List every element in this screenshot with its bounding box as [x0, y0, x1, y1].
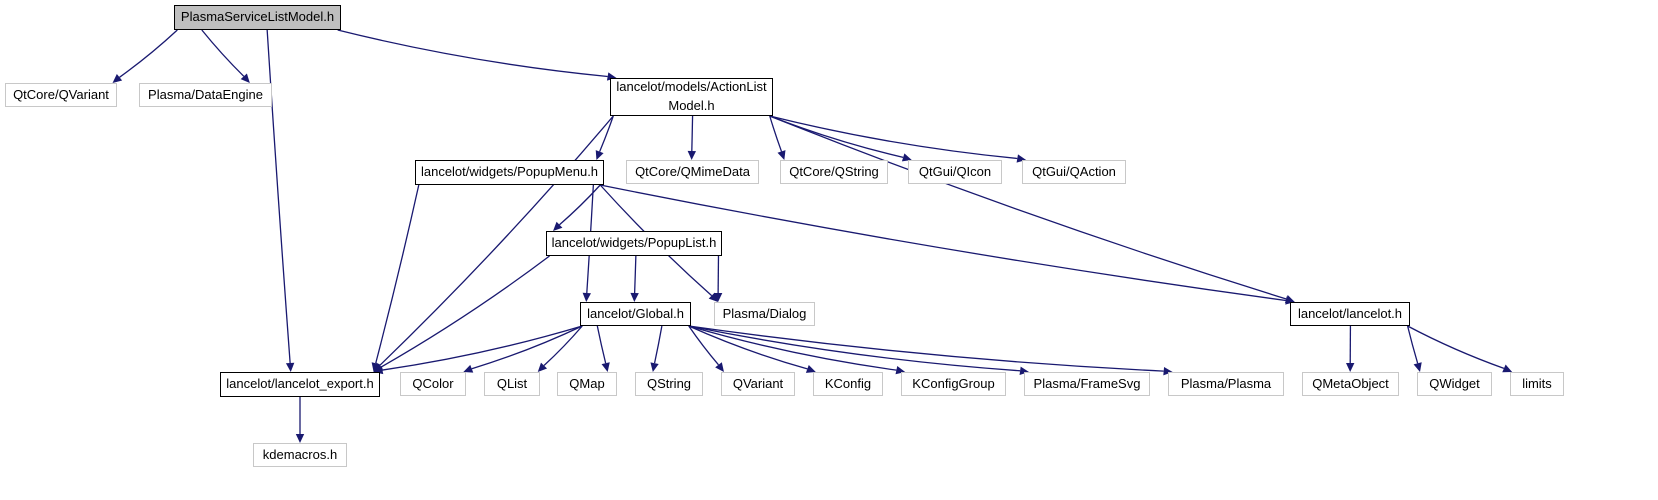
graph-arrowhead-lancelot_h-to-limits — [1502, 364, 1513, 373]
graph-arrowhead-root-to-dataengine — [240, 73, 250, 83]
graph-arrowhead-actionlistmodel-to-popupmenu — [595, 150, 604, 160]
graph-node-qmimedata[interactable]: QtCore/QMimeData — [626, 160, 759, 184]
graph-arrowhead-popupmenu-to-plasmadialog — [708, 292, 719, 302]
graph-node-qlist[interactable]: QList — [484, 372, 540, 396]
graph-node-qaction[interactable]: QtGui/QAction — [1022, 160, 1126, 184]
graph-edge-global-to-kconfiggroup — [688, 325, 897, 371]
graph-arrowhead-global-to-qlist — [537, 362, 548, 372]
graph-node-qmap[interactable]: QMap — [557, 372, 617, 396]
graph-arrowhead-popuplist-to-plasmadialog — [713, 292, 723, 302]
graph-node-qicon[interactable]: QtGui/QIcon — [908, 160, 1002, 184]
graph-edge-popuplist-to-lancelot_export — [380, 255, 550, 368]
graph-edge-global-to-qmap — [596, 325, 607, 364]
graph-edge-global-to-plasmaplasma — [688, 325, 1164, 372]
graph-arrowhead-popuplist-to-global — [630, 292, 639, 302]
graph-node-qvariant[interactable]: QVariant — [721, 372, 795, 396]
graph-edge-actionlistmodel-to-popupmenu — [599, 115, 614, 152]
graph-edge-global-to-qcolor — [471, 325, 583, 370]
graph-node-lancelot_export[interactable]: lancelot/lancelot_export.h — [220, 372, 380, 397]
graph-arrowhead-actionlistmodel-to-qstring_qt — [777, 150, 786, 160]
graph-node-qmetaobject[interactable]: QMetaObject — [1302, 372, 1399, 396]
graph-node-popuplist[interactable]: lancelot/widgets/PopupList.h — [546, 231, 722, 256]
graph-arrowhead-lancelot_h-to-qmetaobject — [1346, 362, 1355, 372]
graph-node-qstring[interactable]: QString — [635, 372, 703, 396]
graph-node-qcolor[interactable]: QColor — [400, 372, 466, 396]
graph-node-popupmenu[interactable]: lancelot/widgets/PopupMenu.h — [415, 160, 604, 185]
graph-edge-popupmenu-to-lancelot_export — [375, 184, 420, 364]
graph-node-plasmadialog[interactable]: Plasma/Dialog — [714, 302, 815, 326]
graph-node-root[interactable]: PlasmaServiceListModel.h — [174, 5, 341, 30]
graph-edge-popupmenu-to-popuplist — [559, 184, 601, 226]
graph-edge-global-to-qlist — [543, 325, 583, 367]
graph-edge-root-to-dataengine — [201, 29, 245, 77]
graph-node-lancelot_h[interactable]: lancelot/lancelot.h — [1290, 302, 1410, 326]
graph-edge-global-to-framesvg — [688, 325, 1021, 372]
graph-node-qvariant_qt[interactable]: QtCore/QVariant — [5, 83, 117, 107]
graph-edge-actionlistmodel-to-qaction — [769, 115, 1018, 160]
graph-node-actionlistmodel[interactable]: lancelot/models/ActionList Model.h — [610, 78, 773, 116]
graph-node-kconfiggroup[interactable]: KConfigGroup — [901, 372, 1006, 396]
graph-arrowhead-root-to-qvariant_qt — [112, 74, 123, 83]
graph-node-global[interactable]: lancelot/Global.h — [580, 302, 691, 326]
graph-node-qstring_qt[interactable]: QtCore/QString — [780, 160, 888, 184]
graph-arrowhead-popupmenu-to-global — [582, 292, 591, 302]
graph-node-dataengine[interactable]: Plasma/DataEngine — [139, 83, 272, 107]
graph-edge-global-to-kconfig — [688, 325, 808, 370]
graph-arrowhead-global-to-qstring — [650, 362, 659, 372]
graph-edge-global-to-qstring — [653, 325, 663, 364]
graph-edge-root-to-qvariant_qt — [119, 29, 178, 78]
graph-arrowhead-popupmenu-to-lancelot_export — [371, 362, 380, 372]
graph-edge-actionlistmodel-to-qmimedata — [691, 115, 694, 152]
graph-arrowhead-actionlistmodel-to-qmimedata — [687, 150, 697, 160]
graph-node-kconfig[interactable]: KConfig — [813, 372, 883, 396]
graph-arrowhead-global-to-qmap — [601, 362, 610, 372]
graph-edge-global-to-lancelot_export — [382, 325, 583, 371]
graph-edge-root-to-lancelot_export — [266, 29, 291, 364]
graph-node-framesvg[interactable]: Plasma/FrameSvg — [1024, 372, 1150, 396]
graph-arrowhead-popupmenu-to-popuplist — [553, 221, 563, 231]
graph-edge-actionlistmodel-to-qstring_qt — [769, 115, 783, 152]
graph-node-plasmaplasma[interactable]: Plasma/Plasma — [1168, 372, 1284, 396]
graph-edge-root-to-actionlistmodel — [337, 29, 608, 78]
graph-arrowhead-global-to-framesvg — [1019, 366, 1030, 375]
graph-edge-global-to-qvariant — [688, 325, 719, 366]
graph-node-kdemacros[interactable]: kdemacros.h — [253, 443, 347, 467]
graph-edge-lancelot_h-to-qwidget — [1406, 325, 1419, 364]
graph-arrowhead-root-to-lancelot_export — [285, 362, 295, 372]
graph-edge-popuplist-to-global — [633, 255, 637, 294]
graph-arrowhead-global-to-qcolor — [463, 364, 474, 373]
graph-node-limits[interactable]: limits — [1510, 372, 1564, 396]
graph-arrowhead-global-to-qvariant — [715, 362, 724, 372]
graph-node-qwidget[interactable]: QWidget — [1417, 372, 1492, 396]
graph-edge-actionlistmodel-to-lancelot_export — [379, 115, 614, 366]
graph-edge-actionlistmodel-to-lancelot_h — [769, 115, 1287, 300]
graph-edge-actionlistmodel-to-qicon — [769, 115, 904, 158]
graph-arrowhead-global-to-plasmaplasma — [1163, 366, 1173, 376]
graph-arrowhead-lancelot_export-to-kdemacros — [295, 434, 305, 443]
graph-edge-lancelot_h-to-limits — [1407, 325, 1505, 369]
graph-arrowhead-actionlistmodel-to-qicon — [901, 153, 912, 162]
graph-arrowhead-global-to-kconfig — [805, 364, 816, 373]
graph-edge-popupmenu-to-lancelot_h — [600, 184, 1287, 302]
graph-arrowhead-lancelot_h-to-qwidget — [1413, 362, 1422, 372]
